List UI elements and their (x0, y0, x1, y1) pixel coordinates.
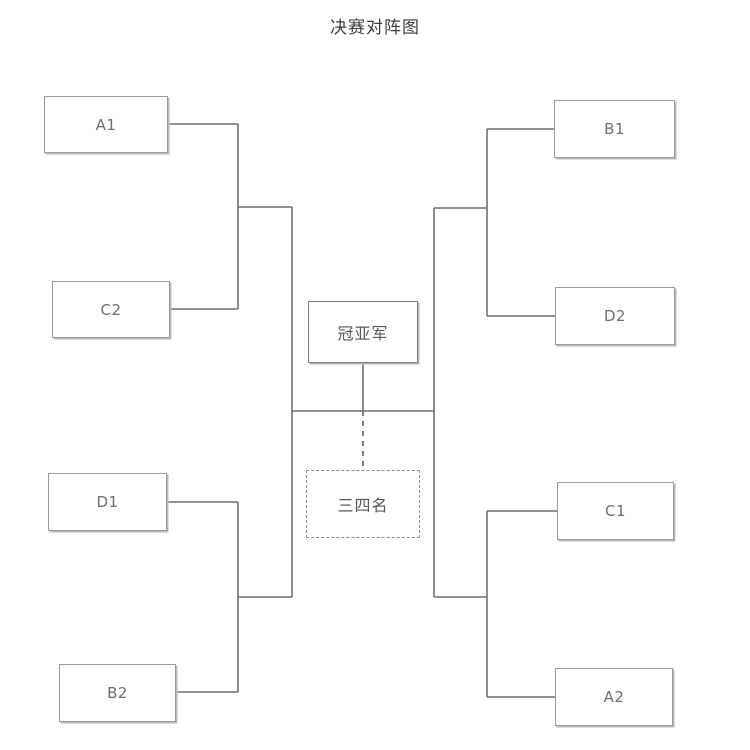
team-box-d1[interactable]: D1 (48, 473, 167, 531)
team-box-d2[interactable]: D2 (555, 287, 675, 345)
team-box-a2[interactable]: A2 (555, 668, 673, 726)
team-box-b1[interactable]: B1 (554, 100, 675, 158)
page-title: 决赛对阵图 (330, 18, 420, 38)
team-box-c2[interactable]: C2 (52, 281, 170, 338)
third-place-match-box[interactable]: 三四名 (306, 470, 420, 538)
final-match-box[interactable]: 冠亚军 (308, 301, 418, 363)
team-box-b2[interactable]: B2 (59, 664, 176, 722)
team-box-a1[interactable]: A1 (44, 96, 168, 153)
team-box-c1[interactable]: C1 (557, 482, 674, 540)
